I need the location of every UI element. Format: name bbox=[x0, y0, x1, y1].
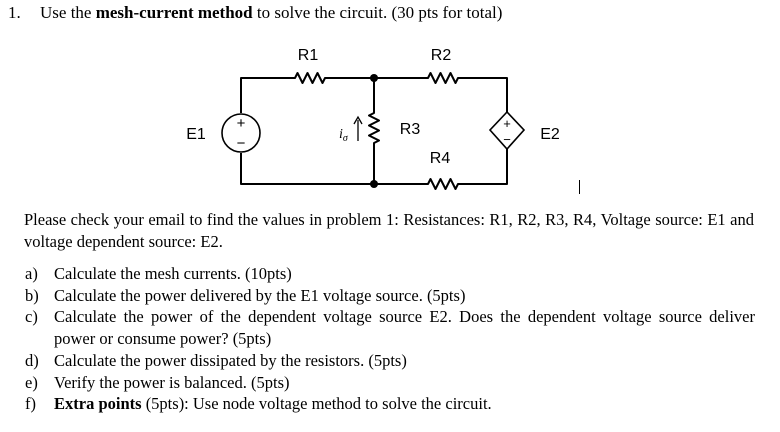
e1-source-icon bbox=[221, 113, 261, 153]
task-item-a: a) Calculate the mesh currents. (10pts) bbox=[25, 263, 755, 285]
task-item-f: f) Extra points (5pts): Use node voltage … bbox=[25, 393, 755, 415]
r1-label: R1 bbox=[298, 47, 319, 64]
task-text: Calculate the mesh currents. (10pts) bbox=[54, 264, 292, 283]
task-item-d: d) Calculate the power dissipated by the … bbox=[25, 350, 755, 372]
task-marker: e) bbox=[25, 372, 38, 392]
r4-label: R4 bbox=[430, 150, 451, 167]
extra-points-label: Extra points bbox=[54, 394, 142, 414]
task-item-b: b) Calculate the power delivered by the E… bbox=[25, 285, 755, 307]
instructions-paragraph: Please check your email to find the valu… bbox=[24, 210, 754, 251]
question-text-before: Use the bbox=[40, 3, 96, 22]
task-text: Calculate the power dissipated by the re… bbox=[54, 350, 407, 370]
task-marker: f) bbox=[25, 394, 36, 414]
task-text: (5pts): Use node voltage method to solve… bbox=[141, 394, 492, 414]
question-number: 1. bbox=[8, 3, 21, 22]
task-text: Calculate the power delivered by the E1 … bbox=[54, 285, 466, 305]
task-text: Calculate the power of the dependent vol… bbox=[54, 307, 755, 349]
task-list: a) Calculate the mesh currents. (10pts) b… bbox=[25, 263, 755, 415]
text-cursor bbox=[579, 180, 580, 194]
junction-top bbox=[370, 74, 378, 82]
middle-branch bbox=[368, 78, 380, 184]
task-marker: a) bbox=[25, 264, 38, 283]
e1-minus-sign: − bbox=[237, 135, 246, 152]
e2-dependent-source-icon bbox=[488, 110, 526, 151]
current-arrow-icon bbox=[353, 115, 363, 141]
task-marker: c) bbox=[25, 307, 38, 327]
circuit-diagram: + − + − iσ R1 R2 R3 R4 E1 E2 bbox=[186, 47, 560, 190]
task-marker: d) bbox=[25, 350, 39, 370]
e2-plus-sign: + bbox=[503, 116, 511, 131]
bottom-wire bbox=[240, 149, 508, 190]
e1-plus-sign: + bbox=[237, 115, 246, 132]
question-method: mesh-current method bbox=[95, 3, 253, 22]
junction-bottom bbox=[370, 180, 378, 188]
task-item-e: e) Verify the power is balanced. (5pts) bbox=[25, 372, 755, 394]
task-marker: b) bbox=[25, 285, 39, 305]
question-text-after: to solve the circuit. (30 pts for total) bbox=[252, 3, 503, 22]
e2-minus-sign: − bbox=[503, 132, 511, 147]
task-item-c: c) Calculate the power of the dependent v… bbox=[25, 306, 755, 349]
r3-label: R3 bbox=[400, 121, 421, 138]
current-label: iσ bbox=[339, 127, 349, 144]
task-text: Verify the power is balanced. (5pts) bbox=[54, 372, 290, 392]
r2-label: R2 bbox=[431, 47, 452, 64]
e2-label: E2 bbox=[540, 126, 560, 143]
e1-label: E1 bbox=[186, 126, 206, 143]
question-title: 1. Use the mesh-current method to solve t… bbox=[8, 2, 502, 24]
